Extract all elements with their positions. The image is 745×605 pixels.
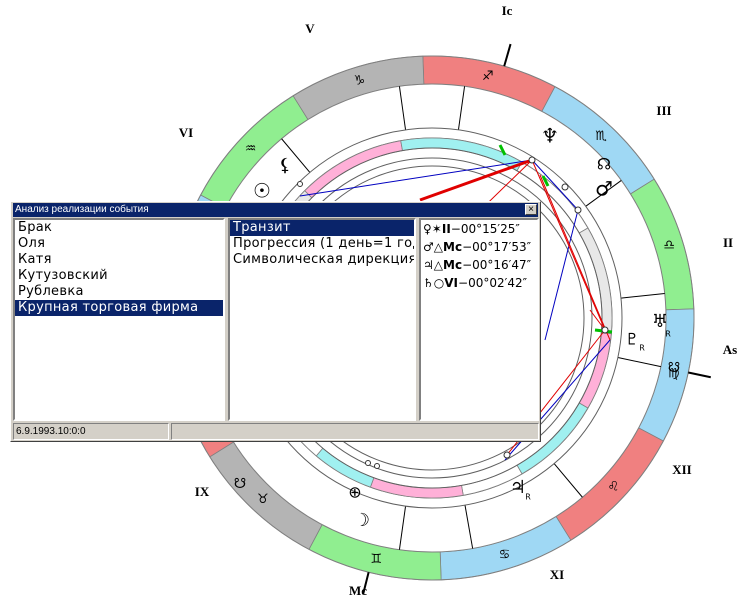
house-label-xi: XI: [550, 567, 564, 582]
aspect-line: [419, 158, 533, 202]
zodiac-glyph-icon: ♋: [499, 548, 511, 563]
zodiac-glyph-icon: ♊: [370, 552, 382, 567]
dialog-title: Анализ реализации события: [15, 204, 149, 215]
house-label-vi: VI: [179, 125, 193, 140]
house-label-v: V: [305, 21, 315, 36]
axis-tick: [503, 43, 512, 67]
house-cusp-line: [617, 357, 661, 368]
aspect-line: [498, 144, 507, 156]
neptune-icon: ♆: [541, 124, 559, 148]
lilith-icon: ⚸: [278, 155, 291, 176]
list-item-olya[interactable]: Оля: [18, 236, 46, 251]
uranus-icon: ♅: [652, 311, 668, 332]
zodiac-glyph-icon: ♑: [354, 73, 366, 88]
zodiac-glyph-icon: ♏: [595, 129, 607, 144]
aspect-line: [531, 159, 579, 211]
status-info: [171, 423, 539, 440]
list-item-rublevka[interactable]: Рублевка: [18, 284, 84, 299]
house-cusp-line: [553, 463, 583, 498]
method-transit[interactable]: Транзит: [230, 220, 414, 236]
house-label-ix: IX: [195, 484, 210, 499]
list-item-trading-firm[interactable]: Крупная торговая фирма: [15, 300, 223, 316]
house-label-iii: III: [656, 103, 671, 118]
aspect-line: [531, 159, 606, 331]
planet-marker: [561, 183, 569, 191]
planet-marker: [574, 206, 582, 214]
list-item-kutuzovsky[interactable]: Кутузовский: [18, 268, 108, 283]
list-item-katya[interactable]: Катя: [18, 252, 52, 267]
mars-icon: ♂: [595, 177, 613, 201]
retro-marker: R: [525, 493, 531, 502]
planet-marker: [297, 181, 303, 187]
planet-marker: [374, 463, 380, 469]
methods-listbox[interactable]: Транзит Прогрессия (1 день=1 год) Символ…: [228, 218, 416, 421]
moon-node-icon: ☋: [668, 360, 680, 376]
house-cusp-line: [281, 138, 311, 173]
planet-marker: [601, 326, 609, 334]
dialog-titlebar[interactable]: Анализ реализации события ×: [13, 203, 538, 217]
moon-icon: ☽: [354, 510, 370, 531]
aspect-row[interactable]: ♂△Mc−00°17′53″: [423, 240, 532, 254]
aspect-line: [299, 159, 533, 197]
pluto-icon: ♇: [625, 330, 639, 349]
aspect-row[interactable]: ♀✶II−00°15′25″: [423, 222, 520, 236]
event-analysis-dialog: Анализ реализации события × Брак Оля Кат…: [10, 201, 541, 442]
zodiac-glyph-icon: ♐: [482, 69, 494, 84]
axis-tick: [688, 371, 711, 379]
house-label-as: As: [723, 342, 737, 357]
house-cusp-line: [398, 506, 407, 550]
people-listbox[interactable]: Брак Оля Катя Кутузовский Рублевка Крупн…: [13, 218, 225, 421]
aspects-listbox[interactable]: ♀✶II−00°15′25″ ♂△Mc−00°17′53″ ♃△Mc−00°16…: [419, 218, 539, 421]
zodiac-glyph-icon: ♍: [668, 366, 680, 381]
list-item-brak[interactable]: Брак: [18, 220, 53, 235]
method-symbolic-direction[interactable]: Символическая дирекция: [233, 252, 416, 267]
aspect-line: [539, 174, 611, 341]
zodiac-glyph-icon: ♎: [663, 238, 675, 253]
method-progression[interactable]: Прогрессия (1 день=1 год): [233, 236, 416, 251]
house-cusp-line: [620, 293, 665, 299]
node-icon: ☊: [597, 155, 611, 174]
sun-icon: ☉: [253, 179, 271, 203]
close-button[interactable]: ×: [525, 204, 537, 215]
house-label-xii: XII: [672, 462, 692, 477]
aspect-line: [541, 175, 550, 187]
zodiac-glyph-icon: ♌: [608, 480, 620, 495]
retro-marker: R: [665, 330, 671, 339]
earth-icon: ⊕: [348, 483, 361, 502]
house-label-mc: Mc: [349, 583, 367, 598]
zodiac-glyph-icon: ♉: [257, 492, 269, 507]
aspect-row[interactable]: ♃△Mc−00°16′47″: [423, 258, 532, 272]
planet-marker: [503, 451, 511, 459]
jupiter-icon: ♃: [510, 477, 526, 498]
moon-node-icon: ☋: [234, 476, 246, 492]
house-cusp-line: [398, 86, 407, 130]
planet-marker: [365, 460, 371, 466]
zodiac-glyph-icon: ♒: [245, 141, 257, 156]
house-label-ic: Ic: [502, 3, 513, 18]
retro-marker: R: [639, 344, 645, 353]
planet-marker: [528, 156, 536, 164]
aspect-line: [544, 209, 579, 341]
house-cusp-line: [457, 86, 466, 130]
house-cusp-line: [585, 180, 622, 207]
house-label-ii: II: [723, 235, 733, 250]
status-date: 6.9.1993.10:0:0: [13, 423, 169, 440]
house-cusp-line: [464, 505, 474, 549]
aspect-row[interactable]: ♄○VI−00°02′42″: [423, 276, 528, 290]
axis-tick: [362, 571, 370, 595]
aspect-line: [589, 309, 606, 331]
